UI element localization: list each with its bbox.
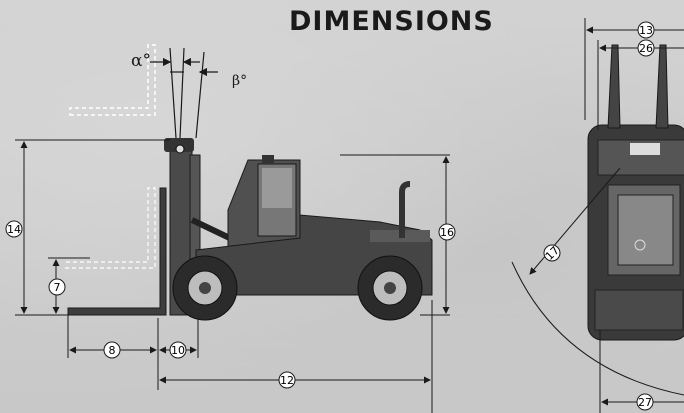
dim-7-label: 7 <box>48 278 66 296</box>
svg-text:7: 7 <box>54 281 61 294</box>
dim-12-label: 12 <box>278 371 296 389</box>
svg-text:8: 8 <box>109 344 116 357</box>
tilt-angle-marks <box>150 47 218 139</box>
dim-13-label: 13 <box>637 21 655 39</box>
svg-text:14: 14 <box>7 223 21 236</box>
svg-text:17: 17 <box>543 244 562 263</box>
dim-10-label: 10 <box>169 341 187 359</box>
svg-text:27: 27 <box>638 396 652 409</box>
dim-14-label: 14 <box>5 220 23 238</box>
dim-27-label: 27 <box>636 393 654 411</box>
dim-8-label: 8 <box>103 341 121 359</box>
dimension-labels: 14 7 8 10 12 16 <box>5 21 655 411</box>
forklift-side-view <box>65 44 433 321</box>
svg-text:16: 16 <box>440 226 454 239</box>
dim-16-label: 16 <box>438 223 456 241</box>
beta-angle-label: β° <box>232 73 247 89</box>
dim-26-label: 26 <box>637 39 655 57</box>
forklift-top-view <box>587 44 684 341</box>
alpha-angle-label: α° <box>131 51 151 71</box>
svg-text:12: 12 <box>280 374 294 387</box>
svg-text:26: 26 <box>639 42 653 55</box>
diagram-title: DIMENSIONS <box>289 6 494 37</box>
dim-17-label: 17 <box>543 244 562 263</box>
svg-text:10: 10 <box>171 344 185 357</box>
svg-text:13: 13 <box>639 24 653 37</box>
